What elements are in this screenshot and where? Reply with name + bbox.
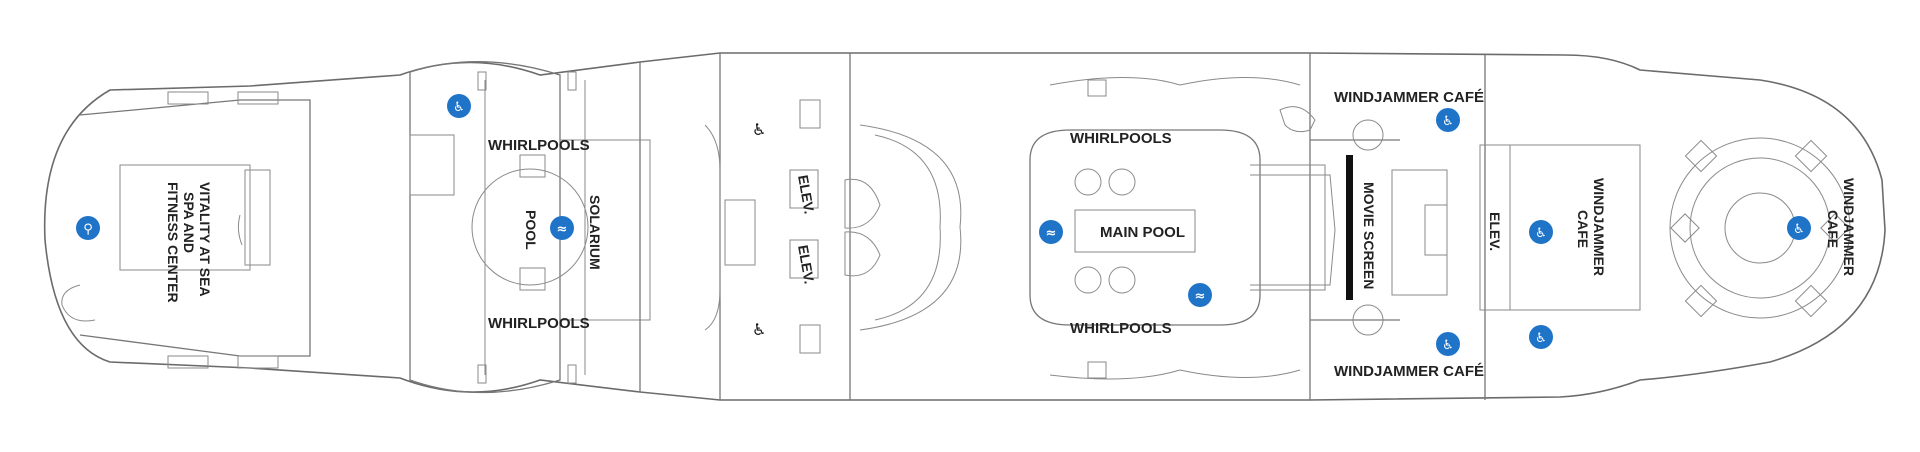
whirlpools-fwd-bottom-label: WHIRLPOOLS	[488, 315, 590, 332]
spa-area	[61, 91, 311, 369]
pool-icon: ≈	[550, 216, 574, 240]
solarium-label: SOLARIUM	[587, 195, 603, 270]
spa-label-line3: FITNESS CENTER	[165, 182, 181, 303]
svg-text:≈: ≈	[1195, 289, 1206, 304]
fitness-icon: ⚲	[76, 216, 100, 240]
pool-icon: ≈	[1039, 220, 1063, 244]
elev-label-2: ELEV.	[795, 244, 818, 285]
svg-text:≈: ≈	[1046, 226, 1057, 241]
spa-label-line1: VITALITY AT SEA	[197, 182, 213, 297]
windjammer-aft-label-line2: CAFE	[1825, 210, 1841, 248]
whirlpools-fwd-top-label: WHIRLPOOLS	[488, 137, 590, 154]
whirlpools-mid-bottom-label: WHIRLPOOLS	[1070, 320, 1172, 337]
accessible-icon: ♿	[447, 94, 471, 118]
elev-label-1: ELEV.	[795, 174, 818, 215]
svg-text:♿: ♿	[752, 320, 766, 339]
elev-label-3: ELEV.	[1487, 212, 1503, 251]
windjammer-mid-label-line2: CAFE	[1575, 210, 1591, 248]
elevator-stair-area: ♿ ♿	[639, 53, 821, 400]
hull-outline	[43, 52, 1886, 401]
windjammer-area	[1310, 55, 1851, 400]
spa-label-line2: SPA AND	[181, 192, 197, 253]
windjammer-bottom-label: WINDJAMMER CAFÉ	[1334, 363, 1484, 380]
movie-screen-label: MOVIE SCREEN	[1361, 182, 1377, 289]
svg-text:♿: ♿	[1793, 222, 1805, 237]
svg-text:♿: ♿	[1442, 114, 1454, 129]
accessible-icon: ♿	[1436, 108, 1460, 132]
svg-text:♿: ♿	[453, 100, 465, 115]
pool-icon: ≈	[1188, 283, 1212, 307]
accessible-icon: ♿	[1529, 220, 1553, 244]
labels: VITALITY AT SEA SPA AND FITNESS CENTER W…	[165, 89, 1857, 380]
svg-text:♿: ♿	[1442, 338, 1454, 353]
accessible-icon: ♿	[1787, 216, 1811, 240]
windjammer-mid-label-line1: WINDJAMMER	[1591, 178, 1607, 276]
windjammer-top-label: WINDJAMMER CAFÉ	[1334, 89, 1484, 106]
solarium-area	[409, 61, 651, 394]
main-pool-area	[844, 53, 1336, 400]
svg-text:≈: ≈	[557, 222, 568, 237]
accessible-icon: ♿	[1529, 325, 1553, 349]
movie-screen-bar	[1346, 155, 1353, 300]
svg-text:♿: ♿	[1535, 331, 1547, 346]
main-pool-label: MAIN POOL	[1100, 224, 1185, 241]
icons: ⚲ ♿ ≈ ≈ ≈ ♿ ♿ ♿ ♿ ♿	[76, 94, 1811, 356]
svg-text:♿: ♿	[1535, 226, 1547, 241]
windjammer-aft-label-line1: WINDJAMMER	[1841, 178, 1857, 276]
svg-text:⚲: ⚲	[83, 222, 93, 237]
accessible-icon: ♿	[1436, 332, 1460, 356]
svg-text:♿: ♿	[752, 120, 766, 139]
pool-label: POOL	[523, 210, 539, 250]
whirlpools-mid-top-label: WHIRLPOOLS	[1070, 130, 1172, 147]
